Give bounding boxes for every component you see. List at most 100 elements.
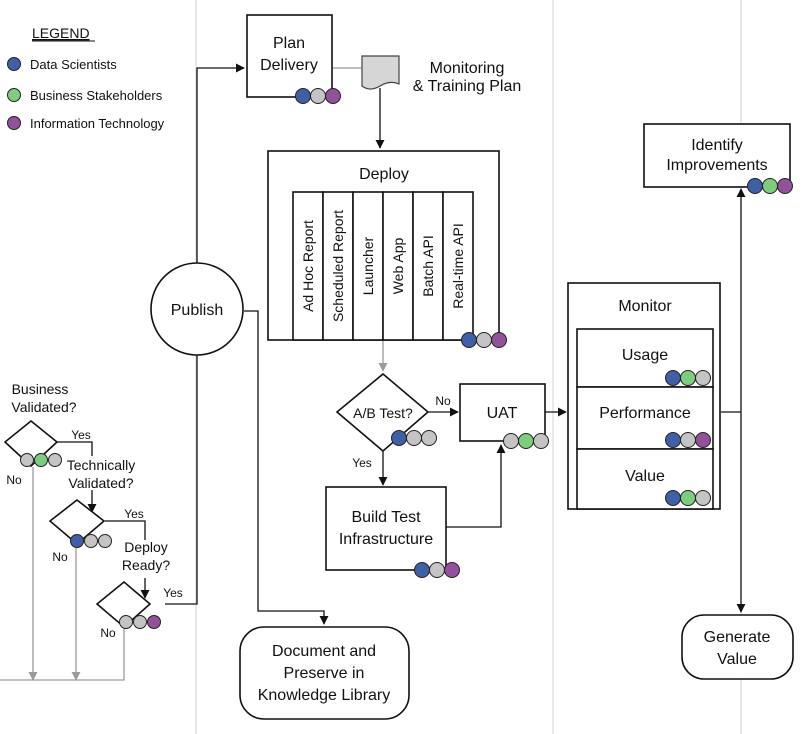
plan-delivery-dot-it <box>325 88 341 104</box>
deploy-ready-dot-neutral-1 <box>119 615 133 629</box>
performance-dot-it <box>695 432 711 448</box>
identify-label-2: Improvements <box>666 157 767 174</box>
generate-label-1: Generate <box>704 629 771 646</box>
plan-delivery-dot-ds <box>295 88 311 104</box>
deploy-option-launcher: Launcher <box>360 236 376 295</box>
legend-title: LEGEND <box>32 25 90 41</box>
legend-label-business-stakeholders: Business Stakeholders <box>30 88 163 103</box>
business-validated-label-1: Business <box>12 381 69 397</box>
monitor-usage-label: Usage <box>622 347 668 364</box>
deploy-ready-dot-neutral-2 <box>133 615 147 629</box>
business-dot-neutral-1 <box>20 453 34 467</box>
deploy-option-real-time-api: Real-time API <box>450 223 466 309</box>
deploy-ready-label-2: Ready? <box>122 557 170 573</box>
deploy-ready-yes-label: Yes <box>163 586 183 600</box>
deploy-dot-ds <box>461 332 477 348</box>
deploy-options: Ad Hoc Report Scheduled Report Launcher … <box>292 191 474 341</box>
usage-dot-ds <box>665 370 681 386</box>
deploy-option-cell <box>442 191 474 341</box>
technically-yes-label: Yes <box>124 507 144 521</box>
value-dot-bs <box>680 490 696 506</box>
business-yes-label: Yes <box>71 428 91 442</box>
monitoring-plan-label-1: Monitoring <box>430 60 505 77</box>
identify-improvements-box <box>643 123 791 188</box>
technically-validated-label-1: Technically <box>67 457 135 473</box>
document-knowledge-box <box>239 626 410 720</box>
uat-dot-bs <box>518 433 534 449</box>
deploy-option-cell <box>322 191 354 341</box>
technically-dot-neutral-1 <box>84 534 98 548</box>
monitor-performance-label: Performance <box>599 405 691 422</box>
plan-delivery-label-1: Plan <box>273 35 305 52</box>
plan-delivery-label-2: Delivery <box>260 57 318 74</box>
ab-test-no-label: No <box>435 394 451 408</box>
deploy-option-batch-api: Batch API <box>420 235 436 296</box>
ab-test-dot-neutral-1 <box>406 430 422 446</box>
build-test-label-1: Build Test <box>351 509 421 526</box>
performance-dot-neutral <box>680 432 696 448</box>
deploy-dot-it <box>491 332 507 348</box>
identify-dot-it <box>777 178 793 194</box>
business-dot-bs <box>34 453 48 467</box>
legend-dot-information-technology <box>7 116 21 130</box>
ab-test-dot-neutral-2 <box>421 430 437 446</box>
value-dot-ds <box>665 490 681 506</box>
deploy-option-cell <box>382 191 414 341</box>
legend-dot-data-scientists <box>7 57 21 71</box>
monitoring-plan-label-2: & Training Plan <box>413 78 522 95</box>
line-deployready-no <box>0 628 125 681</box>
build-test-dot-neutral <box>429 562 445 578</box>
publish-circle <box>150 262 244 356</box>
document-label-3: Knowledge Library <box>258 687 391 704</box>
ab-test-diamond <box>335 372 430 453</box>
arrow-build-to-uat <box>446 444 506 528</box>
build-test-dot-it <box>444 562 460 578</box>
business-dot-neutral-2 <box>48 453 62 467</box>
deploy-option-web-app: Web App <box>390 238 406 295</box>
line-business-yes <box>57 441 93 456</box>
build-test-dot-ds <box>414 562 430 578</box>
document-label-1: Document and <box>272 643 376 660</box>
arrow-publish-to-document <box>244 310 329 625</box>
uat-box <box>459 383 546 442</box>
identify-label-1: Identify <box>691 137 743 154</box>
deploy-option-cell <box>292 191 324 341</box>
document-label-2: Preserve in <box>284 665 365 682</box>
legend-dot-business-stakeholders <box>7 88 21 102</box>
ab-test-yes-label: Yes <box>352 456 372 470</box>
plan-delivery-box <box>246 14 333 98</box>
uat-label: UAT <box>487 405 518 422</box>
deploy-option-cell <box>352 191 384 341</box>
technically-validated-label-2: Validated? <box>68 475 133 491</box>
deploy-ready-no-label: No <box>100 626 116 640</box>
identify-dot-ds <box>747 178 763 194</box>
deploy-dot-neutral <box>476 332 492 348</box>
business-validated-label-2: Validated? <box>11 399 76 415</box>
uat-dot-neutral-2 <box>533 433 549 449</box>
arrow-publish-to-plan <box>196 63 245 275</box>
generate-value-box <box>681 614 794 680</box>
line-technically-yes <box>105 520 146 540</box>
uat-dot-neutral-1 <box>503 433 519 449</box>
plan-delivery-dot-neutral <box>310 88 326 104</box>
technically-dot-ds <box>70 534 84 548</box>
deploy-ready-label-1: Deploy <box>124 539 168 555</box>
performance-dot-ds <box>665 432 681 448</box>
ab-test-dot-ds <box>391 430 407 446</box>
business-no-label: No <box>6 473 22 487</box>
build-test-box <box>325 486 447 571</box>
technically-no-label: No <box>52 550 68 564</box>
usage-dot-neutral <box>695 370 711 386</box>
usage-dot-bs <box>680 370 696 386</box>
build-test-label-2: Infrastructure <box>339 531 433 548</box>
value-dot-neutral <box>695 490 711 506</box>
identify-dot-bs <box>762 178 778 194</box>
arrow-deployready-yes-to-publish <box>165 342 202 605</box>
technically-dot-neutral-2 <box>98 534 112 548</box>
monitor-value-label: Value <box>625 468 665 485</box>
legend-label-information-technology: Information Technology <box>30 116 165 131</box>
publish-label: Publish <box>171 302 223 319</box>
business-validated-diamond <box>3 419 59 468</box>
